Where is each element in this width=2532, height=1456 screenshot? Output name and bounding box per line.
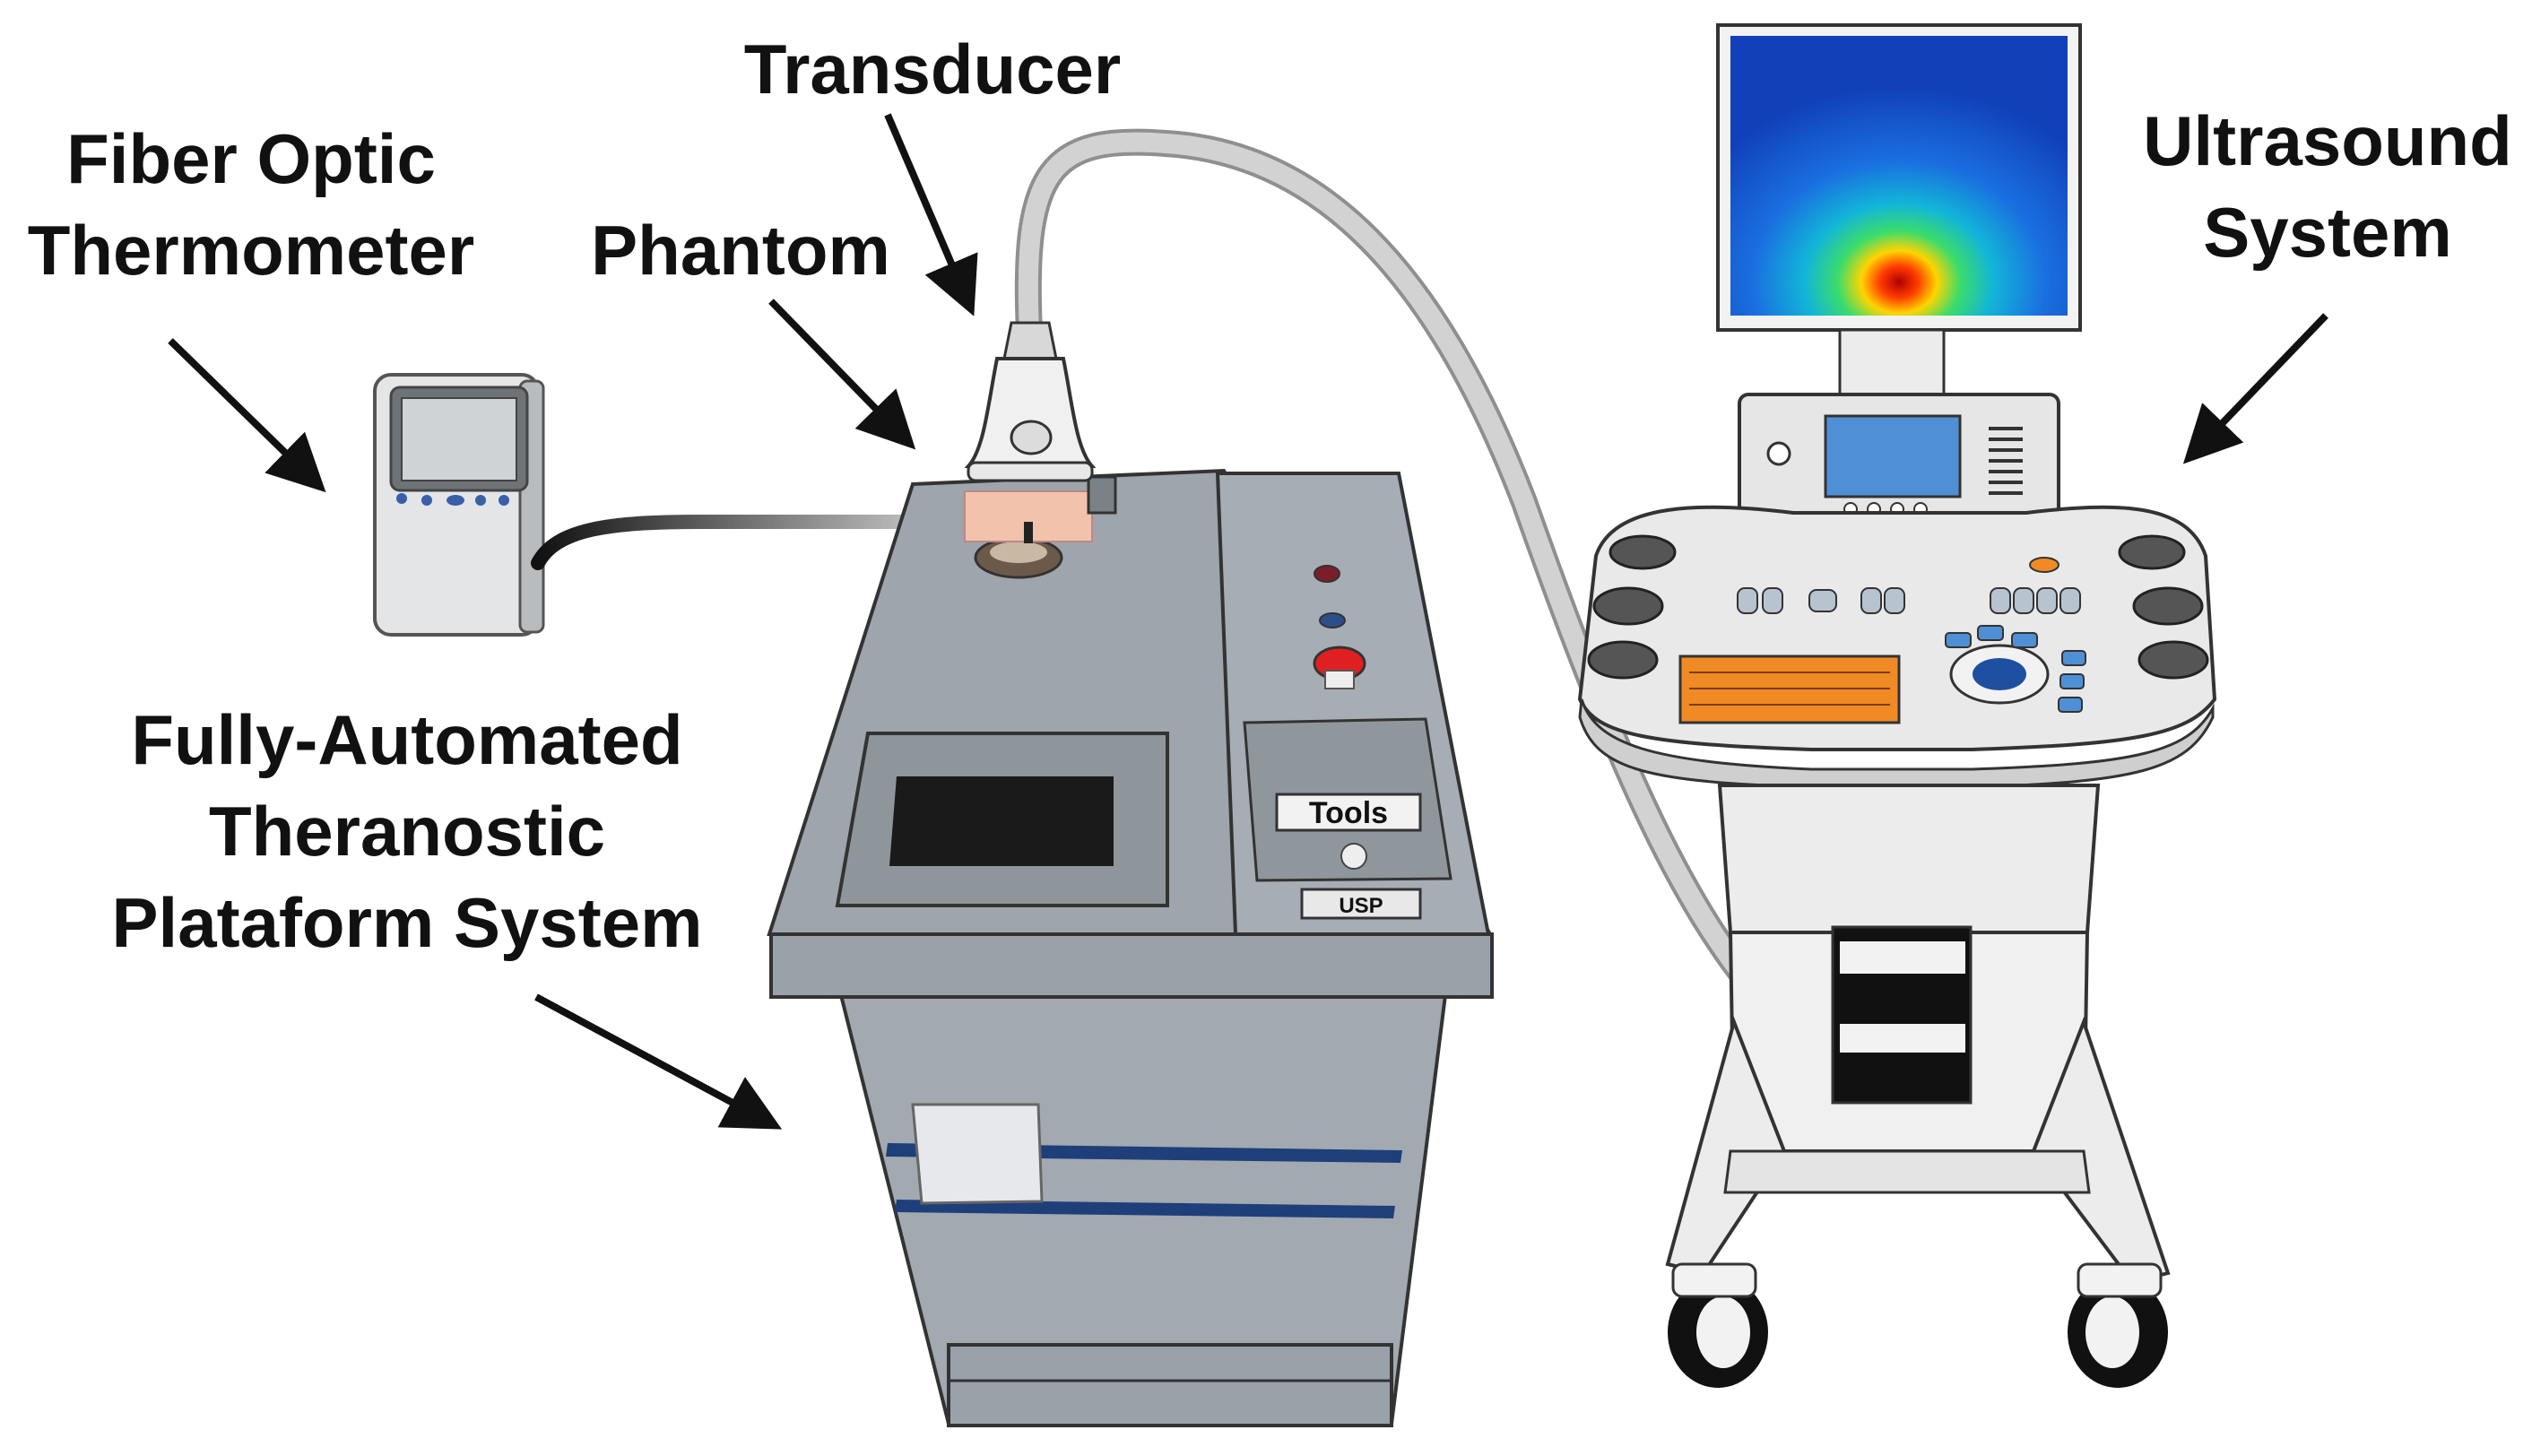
label-transducer: Transducer — [744, 30, 1122, 108]
label-platform-line1: Fully-Automated — [131, 700, 682, 779]
arrow-phantom — [768, 299, 916, 450]
arrow-platform-system — [534, 993, 783, 1130]
fiber-optic-thermometer-device — [373, 373, 545, 637]
ultrasound-control-screen — [1824, 414, 1962, 498]
label-platform-line3: Plataform System — [112, 883, 703, 962]
cabinet-label-card — [911, 1103, 1044, 1205]
ultrasound-trackball — [1973, 658, 2026, 690]
indicator-light-blue — [1319, 612, 1346, 628]
arrow-ultrasound-system — [2182, 313, 2328, 464]
arrow-transducer — [884, 113, 978, 316]
tools-label-box — [1275, 793, 1422, 832]
cabinet-stripe-lower — [895, 1200, 1395, 1218]
ultrasound-wheel-left — [1668, 1262, 1768, 1388]
indicator-light-red — [1314, 565, 1340, 583]
transducer-probe — [964, 321, 1097, 482]
label-ultrasound-line2: System — [2203, 193, 2452, 272]
ultrasound-wheel-right — [2068, 1262, 2168, 1388]
platform-touchscreen — [889, 776, 1114, 866]
label-platform-line2: Theranostic — [209, 792, 605, 871]
tools-label: Tools — [1309, 796, 1388, 830]
usp-label: USP — [1339, 894, 1383, 918]
ultrasound-heat-image — [1730, 36, 2068, 316]
label-phantom: Phantom — [591, 211, 890, 290]
fiber-optic-cable — [531, 515, 958, 570]
label-fiber-optic-line2: Thermometer — [28, 211, 474, 290]
ultrasound-system — [1577, 23, 2217, 1388]
theranostic-platform-system: Tools USP — [767, 468, 1494, 1427]
label-fiber-optic-line1: Fiber Optic — [66, 119, 436, 198]
arrow-fiber-optic-thermometer — [168, 338, 326, 493]
label-ultrasound-line1: Ultrasound — [2143, 101, 2512, 180]
usp-label-box — [1300, 888, 1422, 920]
